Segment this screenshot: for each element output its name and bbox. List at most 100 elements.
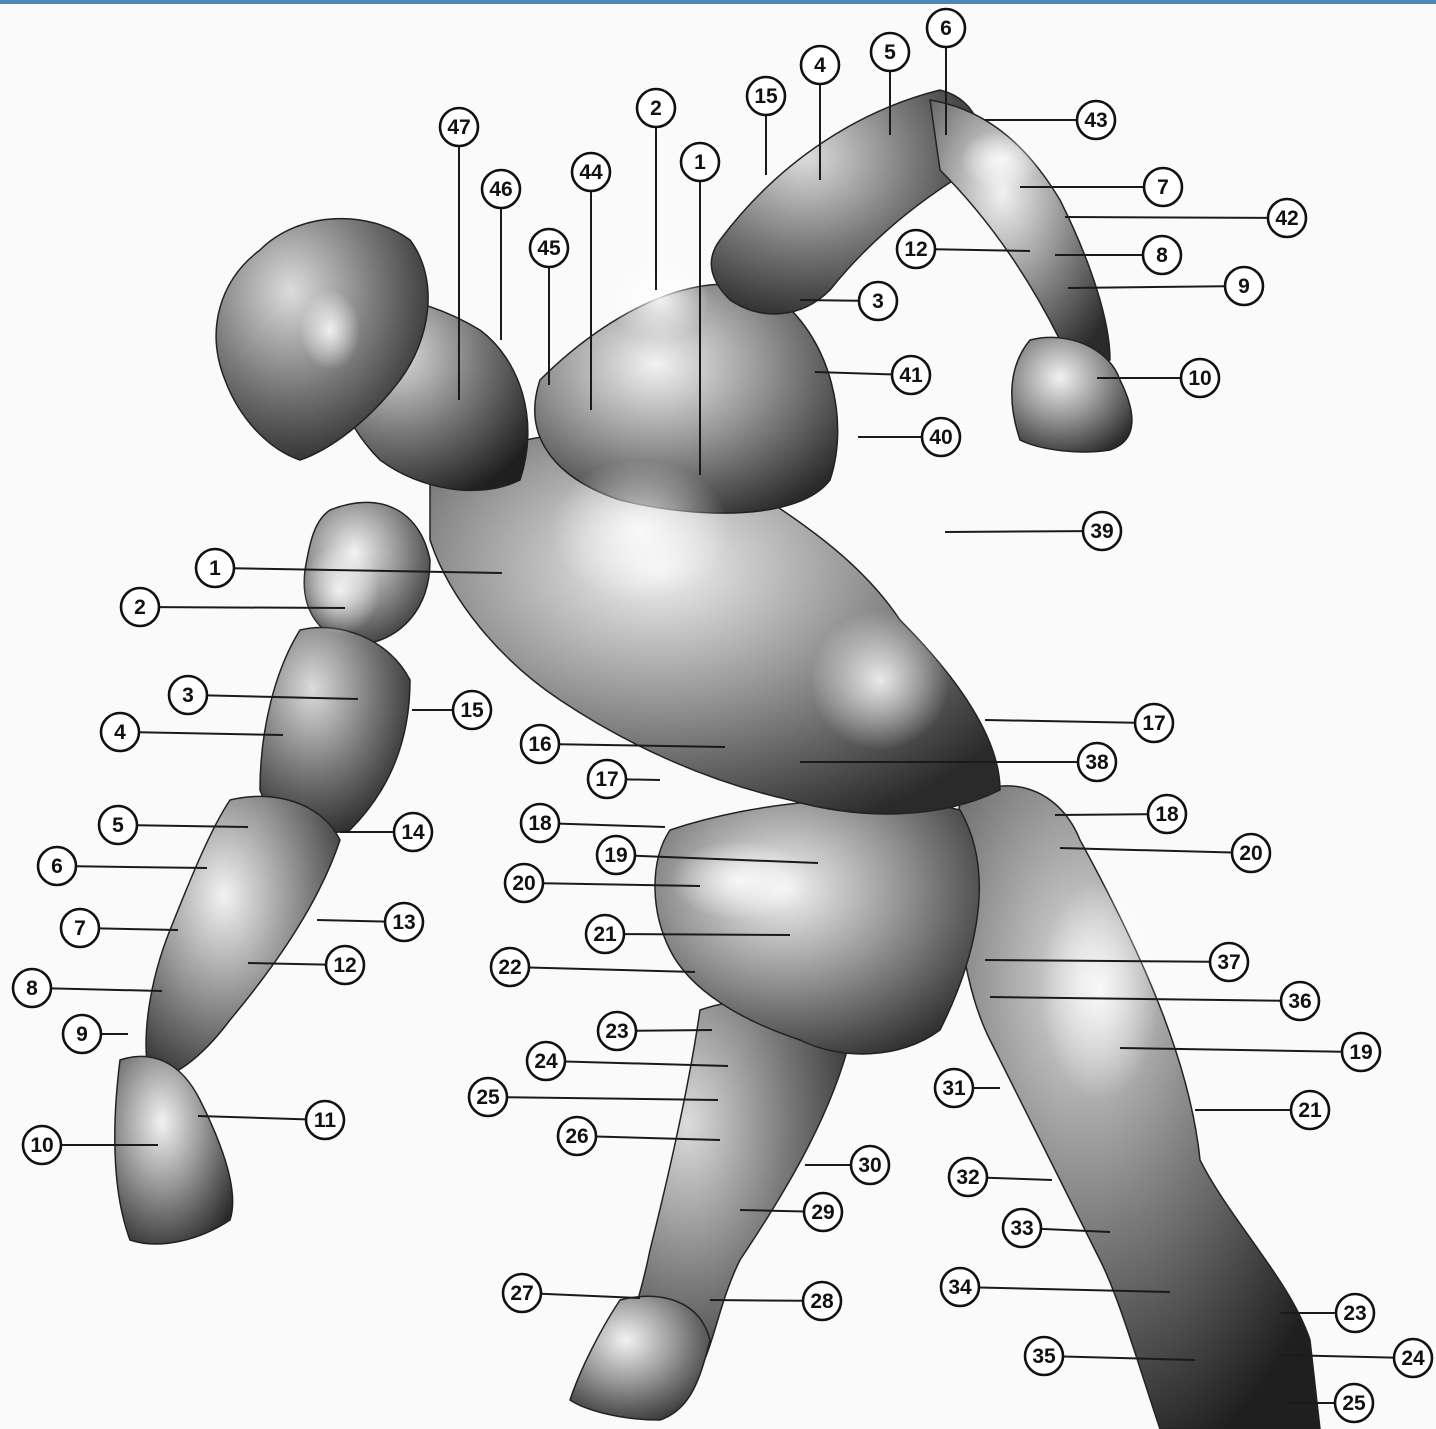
callout-number: 15: [460, 699, 484, 722]
callout-badge: 14: [394, 813, 432, 851]
callout-number: 18: [528, 812, 552, 835]
callout-badge: 35: [1025, 1337, 1063, 1375]
callout-number: 8: [1156, 244, 1168, 267]
callout-badge: 16: [521, 725, 559, 763]
callout-badge: 23: [1336, 1294, 1374, 1332]
leader-line: [626, 779, 660, 780]
callout-badge: 27: [503, 1274, 541, 1312]
callout-number: 35: [1032, 1345, 1056, 1368]
callout-badge: 44: [572, 153, 610, 191]
leader-line: [624, 934, 790, 935]
callout-number: 20: [1239, 842, 1262, 865]
callout-number: 4: [114, 721, 126, 744]
callout-badge: 19: [597, 836, 635, 874]
callout-number: 3: [872, 290, 884, 313]
callout-number: 12: [333, 954, 356, 977]
callout-badge: 3: [169, 676, 207, 714]
callout-number: 42: [1275, 207, 1298, 230]
callout-badge: 41: [892, 356, 930, 394]
callout-number: 45: [537, 237, 561, 260]
callout-number: 5: [884, 41, 896, 64]
callout-badge: 6: [38, 847, 76, 885]
callout-number: 44: [579, 161, 603, 184]
callout-badge: 9: [63, 1015, 101, 1053]
leader-line: [710, 1300, 803, 1301]
callout-badge: 46: [482, 170, 520, 208]
callout-number: 2: [134, 596, 146, 619]
callout-number: 25: [476, 1086, 500, 1109]
callout-badge: 22: [491, 948, 529, 986]
callout-number: 46: [489, 178, 512, 201]
callout-badge: 32: [949, 1158, 987, 1196]
callout-number: 23: [605, 1020, 628, 1043]
callout-badge: 39: [1083, 512, 1121, 550]
callout-badge: 12: [897, 230, 935, 268]
callout-badge: 15: [453, 691, 491, 729]
callout-badge: 42: [1268, 199, 1306, 237]
callout-badge: 8: [13, 969, 51, 1007]
callout-badge: 17: [588, 760, 626, 798]
callout-badge: 25: [469, 1078, 507, 1116]
callout-badge: 34: [941, 1268, 979, 1306]
callout-number: 10: [1188, 367, 1211, 390]
callout-number: 13: [392, 911, 415, 934]
callout-number: 30: [858, 1154, 881, 1177]
leader-line: [636, 1030, 712, 1031]
callout-number: 3: [182, 684, 194, 707]
callout-badge: 20: [505, 864, 543, 902]
callout-badge: 18: [521, 804, 559, 842]
callout-number: 20: [512, 872, 535, 895]
callout-number: 1: [209, 557, 221, 580]
callout-badge: 15: [747, 77, 785, 115]
callout-badge: 4: [101, 713, 139, 751]
callout-badge: 30: [851, 1146, 889, 1184]
callout-badge: 24: [527, 1042, 565, 1080]
callout-badge: 28: [803, 1282, 841, 1320]
callout-number: 7: [1157, 176, 1169, 199]
callout-number: 36: [1288, 990, 1311, 1013]
callout-badge: 7: [1144, 168, 1182, 206]
callout-number: 31: [942, 1077, 966, 1100]
callout-number: 27: [510, 1282, 533, 1305]
callout-badge: 2: [637, 89, 675, 127]
callout-badge: 10: [1181, 359, 1219, 397]
callout-number: 1: [694, 151, 706, 174]
callout-number: 24: [1401, 1347, 1425, 1370]
leader-line: [800, 300, 859, 301]
callout-number: 9: [76, 1023, 88, 1046]
callout-number: 5: [112, 814, 124, 837]
callout-number: 9: [1238, 275, 1250, 298]
callout-badge: 24: [1394, 1339, 1432, 1377]
callout-number: 8: [26, 977, 38, 1000]
callout-number: 7: [74, 917, 86, 940]
callout-badge: 43: [1077, 101, 1115, 139]
callout-number: 40: [929, 426, 952, 449]
leader-line: [139, 732, 283, 735]
callout-number: 39: [1090, 520, 1113, 543]
callout-badge: 21: [1291, 1091, 1329, 1129]
callout-badge: 47: [440, 108, 478, 146]
leader-line: [985, 720, 1135, 723]
callout-badge: 17: [1135, 704, 1173, 742]
callout-number: 16: [528, 733, 551, 756]
callout-number: 10: [30, 1134, 53, 1157]
callout-badge: 8: [1143, 236, 1181, 274]
callout-badge: 11: [306, 1101, 344, 1139]
leader-line: [529, 968, 695, 973]
callout-number: 2: [650, 97, 662, 120]
callout-number: 6: [940, 17, 952, 40]
callout-number: 12: [904, 238, 927, 261]
callout-number: 41: [899, 364, 923, 387]
callout-badge: 7: [61, 909, 99, 947]
callout-badge: 5: [871, 33, 909, 71]
callout-badge: 20: [1232, 834, 1270, 872]
callout-number: 28: [810, 1290, 834, 1313]
leader-line: [198, 1116, 306, 1119]
callout-badge: 29: [804, 1193, 842, 1231]
callout-badge: 12: [326, 946, 364, 984]
callout-badge: 1: [196, 549, 234, 587]
callout-number: 29: [811, 1201, 834, 1224]
callout-badge: 19: [1342, 1033, 1380, 1071]
